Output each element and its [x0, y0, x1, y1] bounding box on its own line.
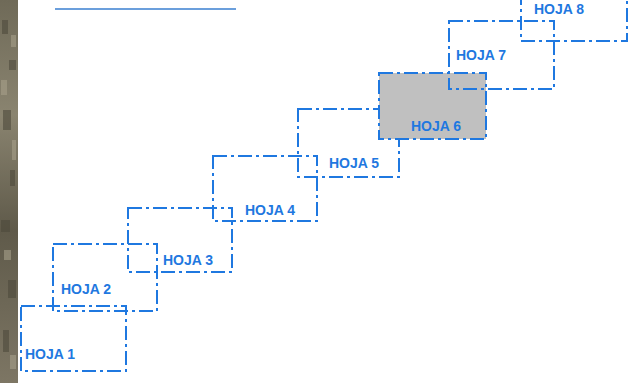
- sheet-label: HOJA 5: [328, 155, 380, 171]
- dash-dot-outline: [379, 73, 486, 139]
- dash-dot-outline: [449, 21, 554, 89]
- map-sheet: HOJA 6: [378, 72, 487, 140]
- map-sheet: HOJA 7: [448, 20, 555, 90]
- sheet-frame: [52, 243, 158, 312]
- sheet-label: HOJA 4: [244, 202, 296, 218]
- dash-dot-outline: [53, 244, 157, 311]
- dash-dot-outline: [128, 208, 232, 272]
- sheet-label: HOJA 2: [60, 281, 112, 297]
- underline-fragment: [55, 8, 236, 10]
- sheet-label: HOJA 6: [410, 118, 462, 134]
- map-sheet: HOJA 8: [520, 0, 628, 42]
- dash-dot-outline: [213, 156, 317, 221]
- map-sheet: HOJA 3: [127, 207, 233, 273]
- sheet-label: HOJA 7: [455, 47, 507, 63]
- aerial-texture: [1, 20, 16, 352]
- sheet-label: HOJA 8: [533, 1, 585, 17]
- map-sheet: HOJA 2: [52, 243, 158, 312]
- map-sheet: HOJA 4: [212, 155, 318, 222]
- aerial-photo-strip: [0, 0, 18, 383]
- dash-dot-outline: [521, 0, 627, 41]
- sheet-label: HOJA 1: [24, 346, 76, 362]
- sheet-label: HOJA 3: [162, 252, 214, 268]
- dash-dot-outline: [21, 306, 126, 371]
- map-sheet: HOJA 1: [20, 305, 127, 372]
